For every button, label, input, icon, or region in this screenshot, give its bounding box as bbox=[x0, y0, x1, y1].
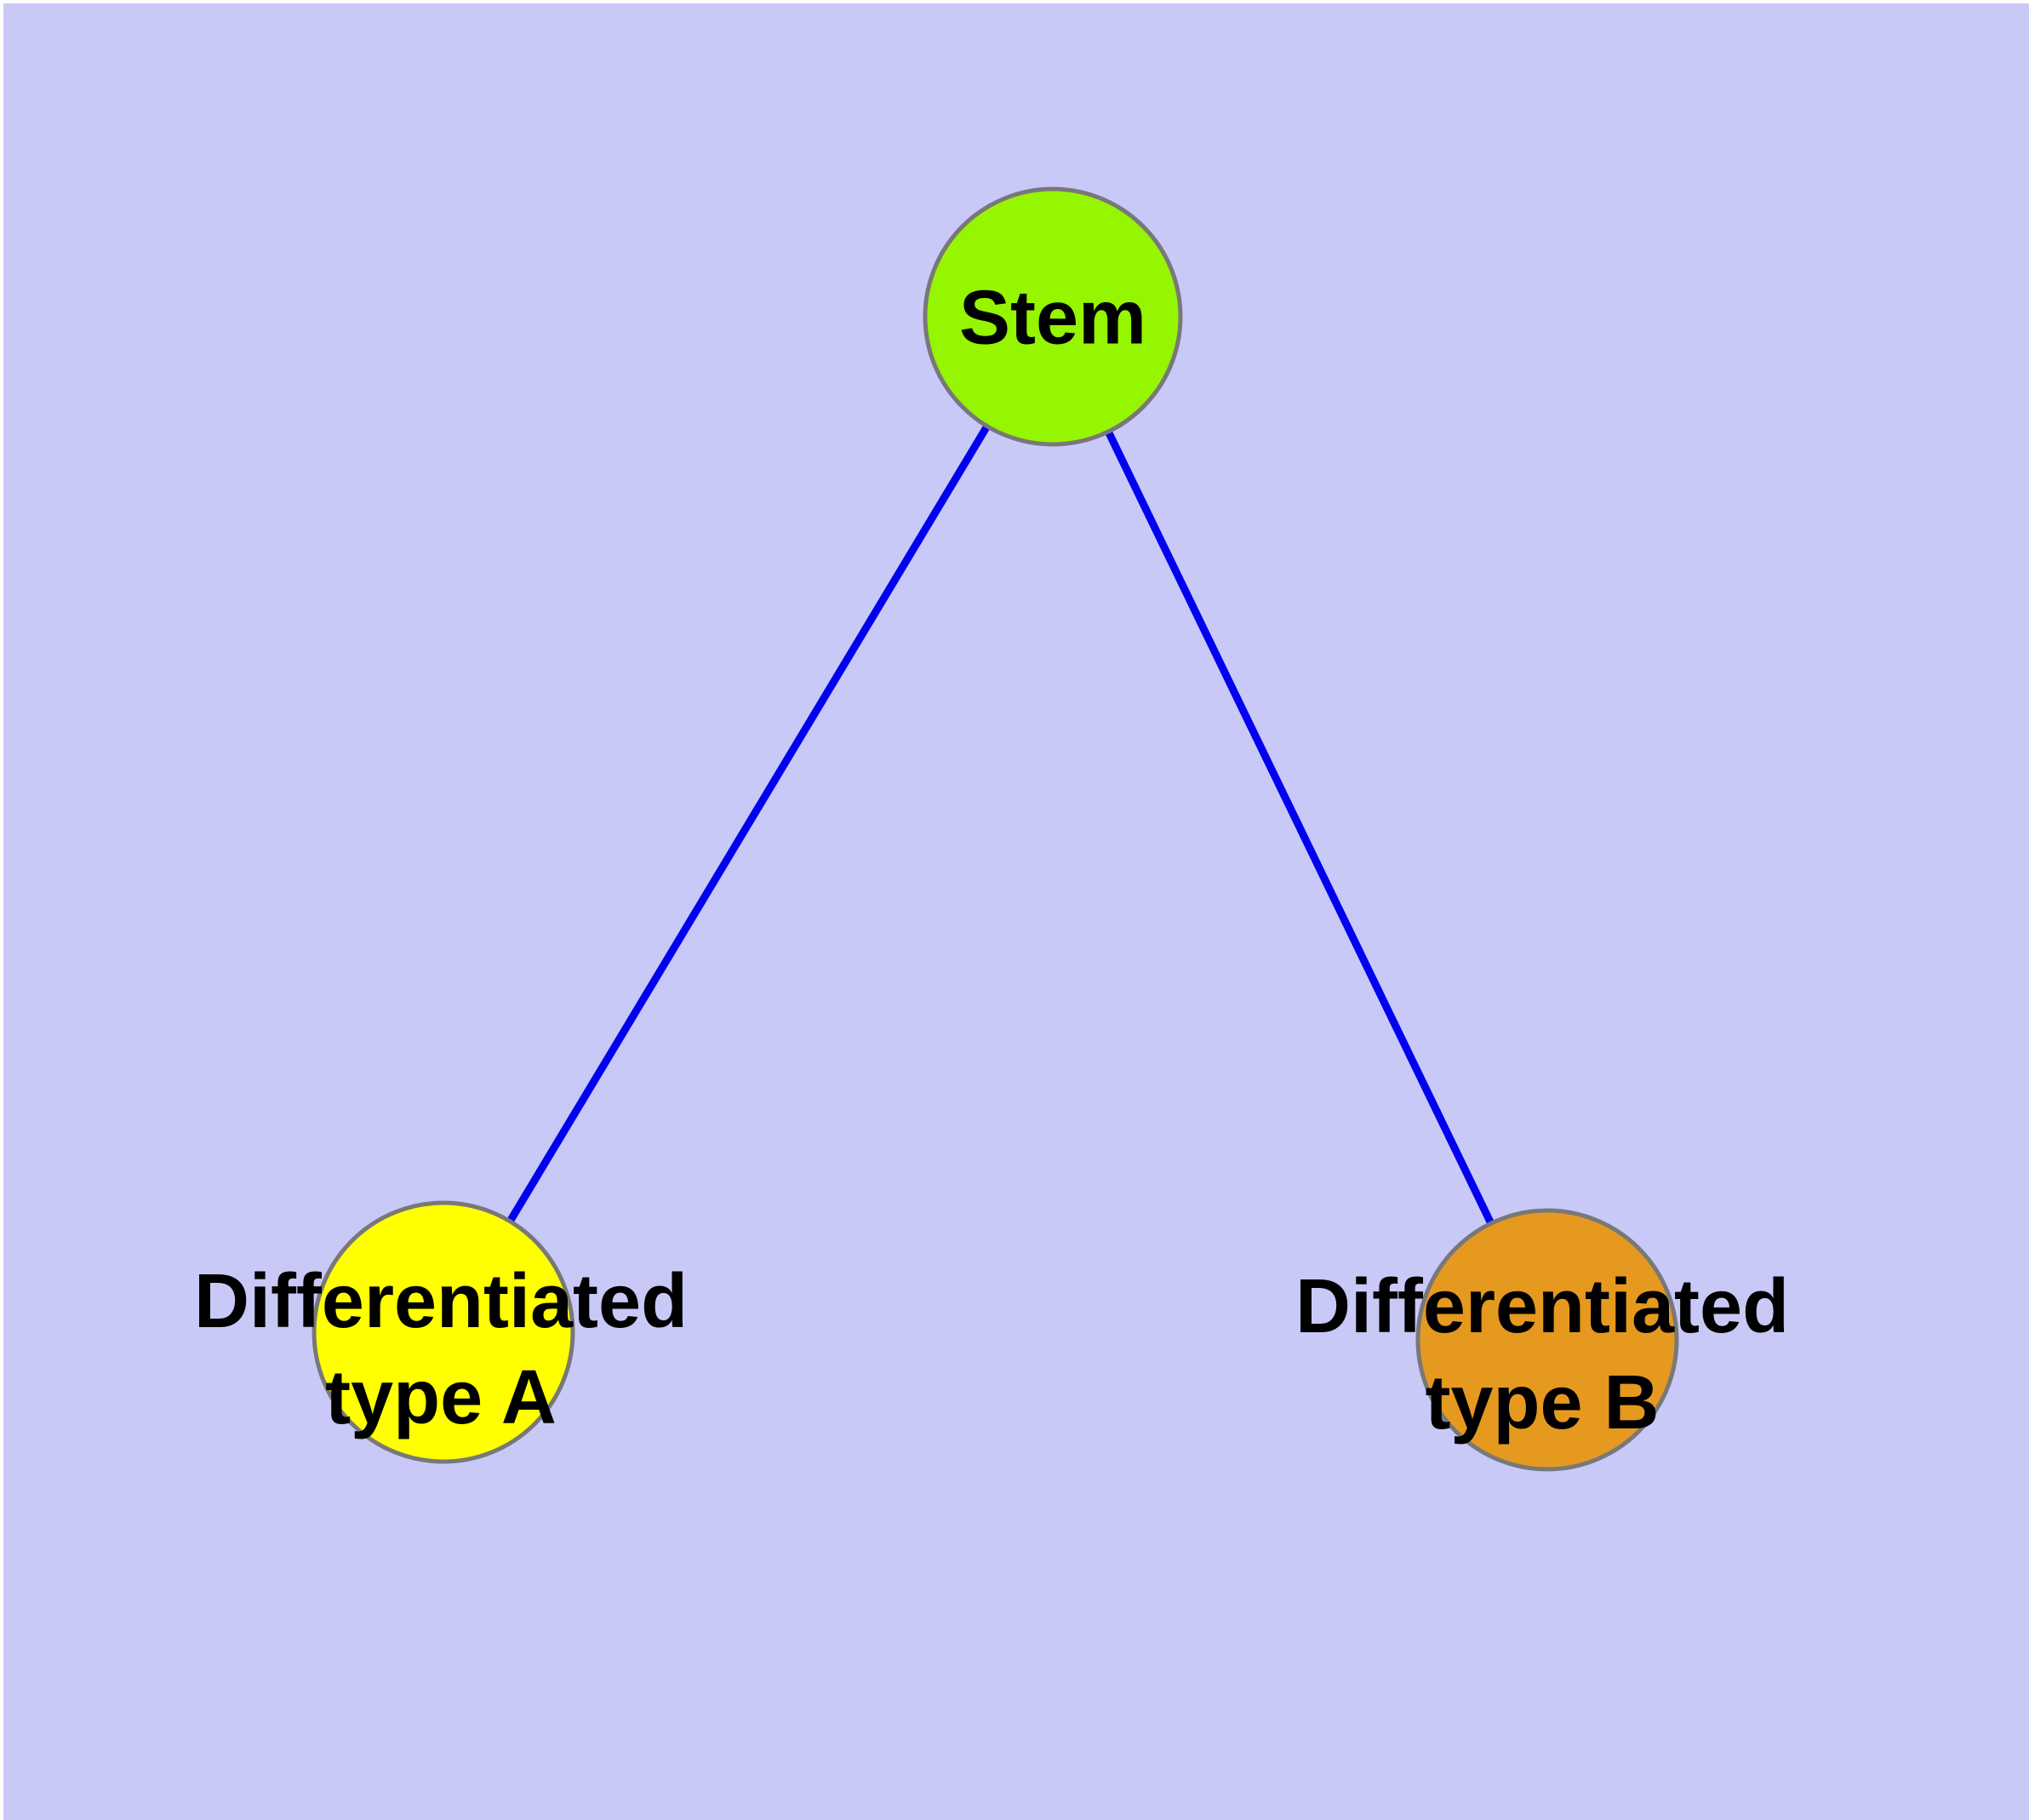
node-stem[interactable] bbox=[923, 186, 1183, 447]
edge-stem-to-type-b[interactable] bbox=[1049, 315, 1552, 1342]
edge-stem-to-type-a[interactable] bbox=[440, 314, 1056, 1335]
node-differentiated-type-a[interactable] bbox=[311, 1200, 575, 1464]
node-differentiated-type-b[interactable] bbox=[1415, 1208, 1679, 1472]
